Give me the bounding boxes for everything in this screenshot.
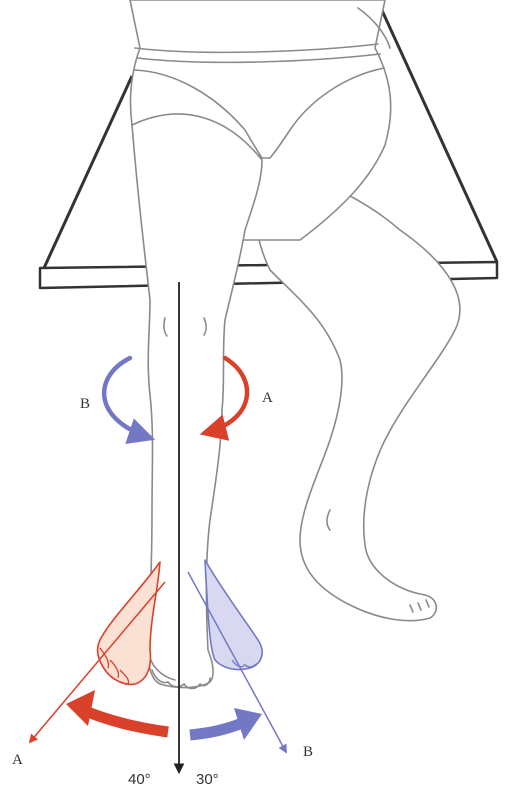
- table-back-right-edge: [380, 6, 497, 262]
- rotation-arrow-b-top: [104, 358, 150, 438]
- table-back-left-edge: [44, 76, 132, 268]
- rotation-arrow-b-bottom: [190, 722, 245, 735]
- label-rotation-b: B: [80, 396, 90, 412]
- label-angle-40: 40°: [128, 771, 151, 788]
- label-axis-b: B: [303, 744, 313, 760]
- label-axis-a: A: [12, 752, 23, 768]
- label-rotation-a: A: [262, 390, 273, 406]
- label-angle-30: 30°: [196, 771, 219, 788]
- rotation-arrow-a-bottom: [78, 708, 168, 732]
- rotation-arrowhead-a-bottom: [66, 690, 95, 726]
